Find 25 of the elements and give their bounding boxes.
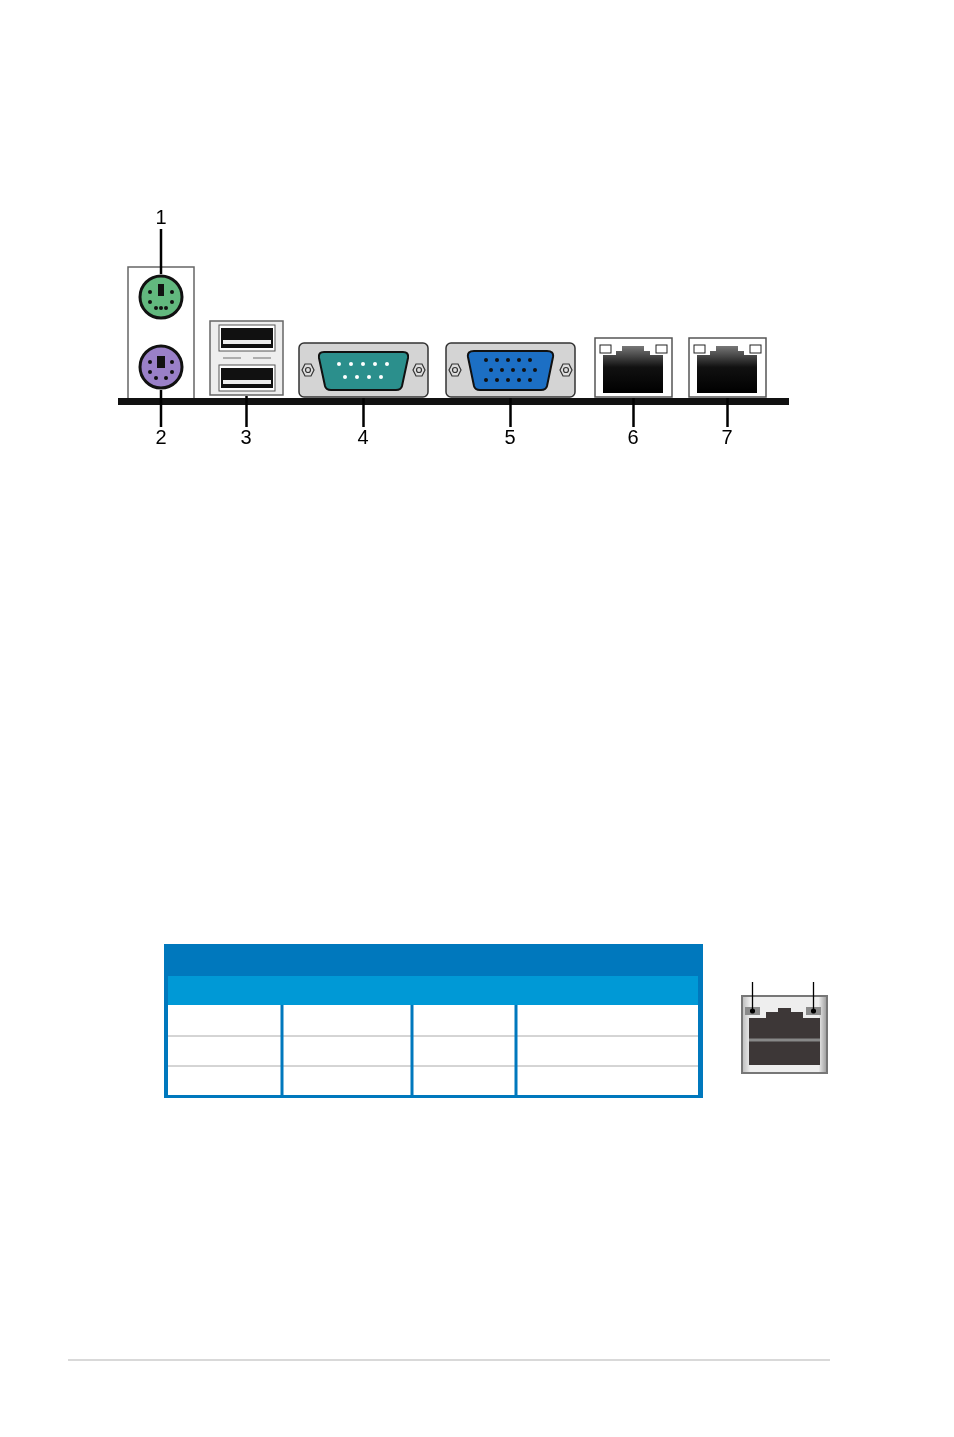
leader-line [509,398,512,427]
leader-line [632,398,635,427]
lan-port-drawing [688,337,767,398]
leader-line [159,229,163,274]
vga-port-drawing [445,342,576,398]
leader-line [726,398,729,427]
callout-number: 4 [353,427,373,449]
callout-number: 7 [717,427,737,449]
led-indicator [745,1007,760,1015]
leader-line [810,981,817,1014]
mouse-port-drawing [138,274,184,320]
leader-line [245,396,248,427]
led-indicator [806,1007,821,1015]
callout-number: 3 [236,427,256,449]
lan-port-drawing [594,337,673,398]
callout-number: 5 [500,427,520,449]
usb-port-drawing [209,320,284,396]
leader-line [362,398,365,427]
callout-number: 6 [623,427,643,449]
callout-number: 1 [151,207,171,229]
keyboard-port-drawing [138,344,184,390]
serial-port-drawing [298,342,429,398]
leader-line [159,390,163,427]
callout-number: 2 [151,427,171,449]
leader-line [749,981,756,1014]
